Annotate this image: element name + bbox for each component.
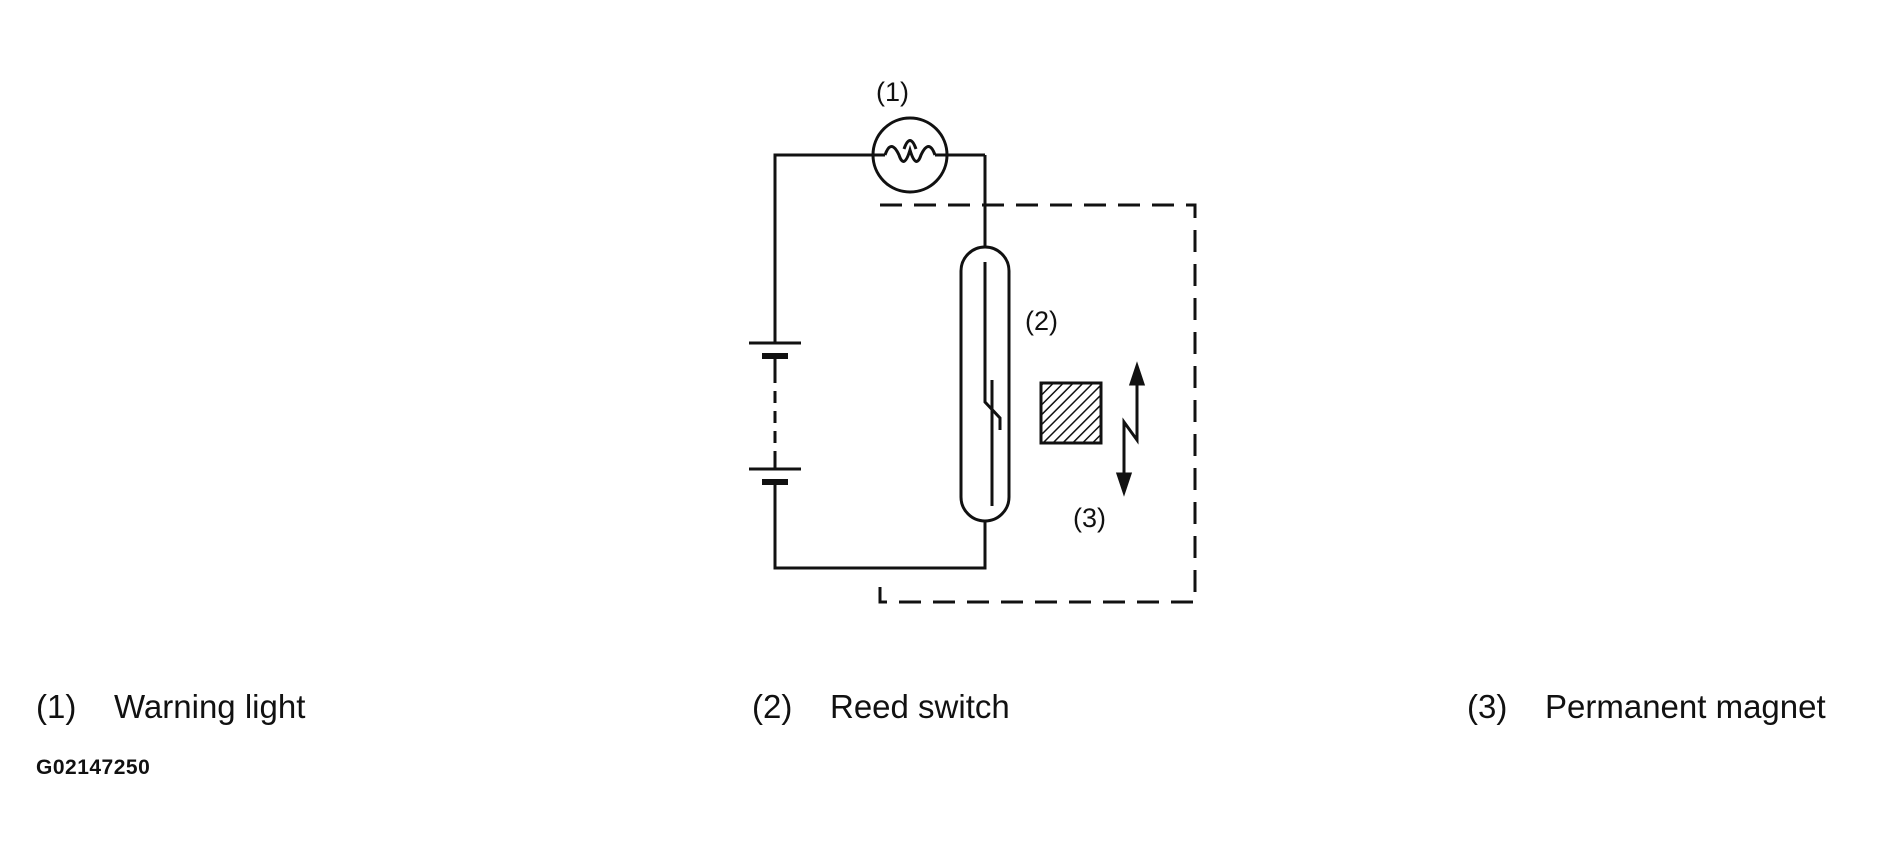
warning-light-bulb-icon <box>871 116 949 194</box>
legend-number: (2) <box>752 688 793 725</box>
movement-arrows-icon <box>1115 361 1146 497</box>
legend-item-warning-light: (1) Warning light <box>36 687 305 727</box>
legend-label: Reed switch <box>830 688 1010 725</box>
legend-label: Permanent magnet <box>1545 688 1826 725</box>
battery-symbol <box>749 341 801 485</box>
reed-switch-icon <box>959 245 1011 523</box>
legend-label: Warning light <box>114 688 306 725</box>
sensor-housing-outline <box>878 203 1197 604</box>
legend-item-permanent-magnet: (3) Permanent magnet <box>1467 687 1826 727</box>
callout-1: (1) <box>876 77 909 107</box>
circuit-wires <box>773 153 987 570</box>
legend-number: (3) <box>1467 688 1508 725</box>
figure-id: G02147250 <box>36 756 151 779</box>
callout-2: (2) <box>1025 306 1058 336</box>
legend-item-reed-switch: (2) Reed switch <box>752 687 1010 727</box>
callout-3: (3) <box>1073 503 1106 533</box>
legend-number: (1) <box>36 688 77 725</box>
permanent-magnet-icon <box>1039 381 1103 445</box>
